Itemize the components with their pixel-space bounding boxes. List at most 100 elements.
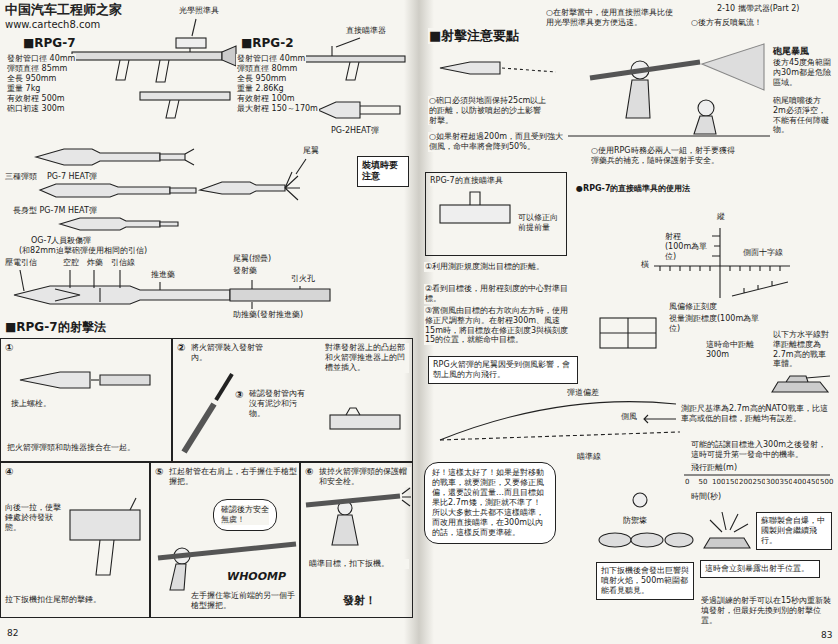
label-slot: ②看到目標後，用射程刻度的中心對準目標。 <box>424 284 574 304</box>
label-slot: 壓電引信 <box>4 258 38 268</box>
label-slot: 中国汽车工程师之家 <box>4 2 123 18</box>
label-slot: 砲尾噴嘴後方2m必須淨空，不能有任何障礙物。 <box>772 96 834 135</box>
label-slot: 0 <box>684 478 690 487</box>
heading-label: ●RPG-7的直接瞄準具的使用法 <box>575 184 705 194</box>
callout-label: 以下方水平線對準距離標度為2.7m高的戰車車體。 <box>772 330 834 369</box>
text-slot: 可以修正向前提前量 <box>518 213 564 233</box>
step-number: ③ <box>235 389 243 402</box>
label-slot: 50 <box>698 478 709 487</box>
callout-label: 500 <box>819 478 834 487</box>
step-drawings <box>20 372 411 590</box>
text-slot: 左手握住靠近前端的另一個手槍型握把。 <box>191 591 297 611</box>
panel-text: RPG-7的直接瞄準具 <box>430 176 540 186</box>
callout-label: 最大射程 150～170m <box>236 104 319 114</box>
callout-label: 長身型 PG-7M HEAT彈 <box>12 206 98 216</box>
heading-label: 中国汽车工程师之家 <box>4 2 123 18</box>
panel-text: 瞄準目標，扣下扳機。 <box>309 559 409 569</box>
callout-label: 發射管口徑 40mm <box>236 54 306 64</box>
text-slot: 確認發射管內有沒有泥沙和污物。 <box>249 389 309 419</box>
text-slot: 扛起射管在右肩上，右手握住手槍型握把。 <box>169 467 297 487</box>
callout-label: 炸藥 <box>86 258 104 268</box>
label-slot: 82 <box>6 628 19 639</box>
label-slot: 這時命中距離300m <box>705 340 765 360</box>
label-slot: 全長 950mm <box>6 74 57 84</box>
label-slot: 炸藥 <box>86 258 104 268</box>
panel-text: 對準發射器上的凸起部和火箭彈推進器上的凹槽並插入。 <box>325 343 409 373</box>
callout-label: ○砲口必須與地面保持25cm以上的距離，以防被噴起的沙土影響射擊。 <box>428 96 548 125</box>
label-slot: ○砲口必須與地面保持25cm以上的距離，以防被噴起的沙土影響射擊。 <box>428 96 548 125</box>
label-slot: 長身型 PG-7M HEAT彈 <box>12 206 98 216</box>
callout-label: 瞄準線 <box>576 452 602 462</box>
text-slot: 接上螺栓。 <box>11 399 71 409</box>
label-slot: 最大射程 150～170m <box>236 104 319 114</box>
label-slot: 時間(秒) <box>690 492 722 502</box>
callout-label: 重量 2.86Kg <box>236 84 285 94</box>
step-panel: ⑤ 扛起射管在右肩上，右手握住手槍型握把。左手握住靠近前端的另一個手槍型握把。確認… <box>150 462 300 618</box>
label-slot: 射程 (100m為單位) <box>664 232 710 261</box>
step-panel: ④ 向後一拉，使擊錘處於待發狀態。拉下扳機扣住尾部的擊錘。 <box>0 462 150 618</box>
text-slot: 向後一拉，使擊錘處於待發狀態。 <box>5 503 63 533</box>
heading-label: ■射擊注意要點 <box>428 28 520 44</box>
callout-label: 推進藥 <box>150 270 176 280</box>
step-number: ⑤ <box>155 466 163 479</box>
text-slot: ② <box>177 342 185 355</box>
node-text: 這時會立刻暴露出射手位置。 <box>705 564 815 574</box>
callout-label: 後方45度角範圍內30m都是危險區域。 <box>772 58 834 87</box>
node-text: 蘇聯製會自爆，中國製則會繼續飛行。 <box>761 516 827 546</box>
label-slot: ○使用RPG時務必兩人一組，射手要獲得彈藥兵的補充，隨時保護射手安全。 <box>590 146 740 166</box>
label-slot: ■RPG-7的射擊法 <box>4 320 107 335</box>
node-text: 確認後方安全無虞！ <box>221 505 269 525</box>
callout-label: 橫 <box>640 260 650 270</box>
label-slot: 可能的話讓目標進入300m之後發射，這時可提升第一發命中的機率。 <box>690 440 832 460</box>
label-slot: 引信線 <box>110 258 136 268</box>
text-slot: ④ <box>5 466 13 479</box>
label-slot: ○後方有反噴氣流！ <box>690 18 768 28</box>
heading-label: ■RPG-2 <box>240 36 295 51</box>
note-box: 這時會立刻暴露出射手位置。 <box>700 560 820 578</box>
callout-label: 可能的話讓目標進入300m之後發射，這時可提升第一發命中的機率。 <box>690 440 832 460</box>
heading-label: 砲尾暴風 <box>772 46 810 57</box>
rpg7-launcher <box>72 19 236 118</box>
label-slot: 防禦壕 <box>622 516 648 526</box>
label-slot: 橫 <box>640 260 650 270</box>
label-slot: 砲口初速 300m <box>6 104 66 114</box>
step-panel: ① 接上螺栓。把火箭彈彈頭和助推器接合在一起。 <box>0 338 172 462</box>
note-box: 扣下扳機後會發出巨響與噴射火焰，500m範圍都能看見聽見。 <box>596 562 694 600</box>
callout-label: 有效射程 100m <box>236 94 296 104</box>
label-slot: ○在射擊當中，使用直接照準具比使用光學照準具更方便迅速。 <box>545 8 675 28</box>
step-number: ① <box>5 342 13 355</box>
label-slot: ○如果射程超過200m，而且受到強大側風，命中率將會降到50%。 <box>428 132 568 152</box>
panel-text: 確認發射管內有沒有泥沙和污物。 <box>249 389 309 419</box>
label-slot: 後方45度角範圍內30m都是危險區域。 <box>772 58 834 87</box>
heading-label: ■RPG-7的射擊法 <box>4 320 107 335</box>
panel-text: 向後一拉，使擊錘處於待發狀態。 <box>5 503 63 533</box>
label-slot: 尾翼 <box>302 146 320 156</box>
label-slot: (和82mm迫擊砲彈使用相同的引信) <box>18 246 148 256</box>
callout-label: ③當側風由目標的右方吹向左方時，使用修正尺調整方向。在射程300m、風速15m時… <box>424 306 574 345</box>
label-slot: 三種彈頭 <box>4 172 38 182</box>
rocket-rounds <box>36 149 306 230</box>
panel-text: 扛起射管在右肩上，右手握住手槍型握把。 <box>169 467 297 487</box>
label-slot: 彈頭直徑 80mm <box>236 64 298 74</box>
label-slot: 砲尾暴風 <box>772 46 810 57</box>
label-slot: 視量測距標度(100m為單位) <box>668 314 768 334</box>
label-slot: WHOOMP <box>226 570 287 583</box>
callout-label: 射程 (100m為單位) <box>664 232 710 261</box>
step-number: ⑥ <box>305 466 313 479</box>
label-slot: ■RPG-7 <box>22 36 77 51</box>
callout-label: 2-10 攜帶武器(Part 2) <box>716 4 800 14</box>
text-slot: 拔掉火箭彈彈頭的保護帽和安全栓。 <box>319 467 411 487</box>
text-slot: RPG-7的直接瞄準具 <box>430 176 540 186</box>
callout-label: 引火孔 <box>290 274 316 284</box>
panel-text: 拉下扳機扣住尾部的擊錘。 <box>5 595 145 605</box>
callout-label: 尾翼(摺疊) <box>232 254 272 264</box>
panel-text: 將火箭彈裝入發射管內。 <box>191 343 271 363</box>
callout-label: OG-7人員殺傷彈 <box>30 236 92 246</box>
label-slot: 有效射程 100m <box>236 94 296 104</box>
label-slot: 光學照準具 <box>178 6 220 16</box>
node-text: RPG火箭彈的尾翼因受到側風影響，會朝上風的方向飛行。 <box>433 360 573 380</box>
step-number: ④ <box>5 466 13 479</box>
text-slot: 把火箭彈彈頭和助推器接合在一起。 <box>7 443 167 453</box>
text-slot: ③ <box>235 389 243 402</box>
label-slot: 側風 <box>620 412 638 422</box>
